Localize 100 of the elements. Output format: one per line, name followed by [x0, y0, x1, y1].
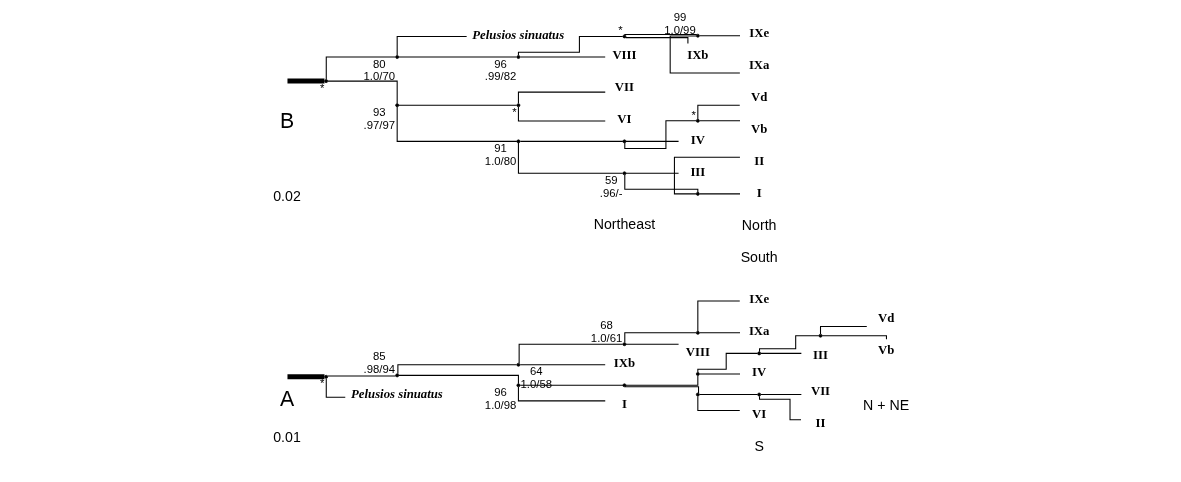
- node-text: IV: [751, 365, 766, 380]
- node-label: 64: [529, 365, 543, 378]
- connector: [759, 352, 802, 354]
- node-point: [394, 103, 399, 108]
- label: A: [279, 386, 294, 411]
- connector: [325, 377, 346, 398]
- node-point: [756, 392, 761, 397]
- node-label: *: [617, 24, 623, 37]
- connector: [698, 332, 741, 334]
- node-point: [695, 372, 700, 376]
- node-text: VIII: [611, 48, 636, 63]
- connector: [696, 104, 740, 120]
- connector: [517, 91, 606, 105]
- connector: [623, 120, 697, 150]
- connector: [624, 140, 679, 142]
- node-text: IXe: [748, 292, 769, 307]
- node-point: [756, 351, 761, 356]
- node-point: [394, 55, 399, 59]
- node-point: [622, 383, 626, 388]
- node-text: VII: [810, 383, 830, 398]
- node-text: Vd: [877, 311, 894, 326]
- connector: [623, 332, 697, 343]
- connector: [519, 364, 606, 366]
- connector: [698, 394, 758, 396]
- node-label: 1.0/70: [363, 70, 395, 83]
- connector: [518, 343, 623, 364]
- connector: [396, 106, 517, 142]
- node-text: Vb: [750, 122, 767, 137]
- node-point: [695, 118, 700, 123]
- node-text: III: [812, 347, 828, 362]
- node-label: 80: [372, 57, 386, 70]
- node-text: I: [621, 397, 627, 412]
- connector: [758, 395, 802, 421]
- node-text: VIII: [685, 344, 710, 359]
- connector: [624, 37, 688, 45]
- node-text: Vb: [877, 343, 894, 358]
- node-point: [516, 139, 520, 144]
- node-point: [695, 33, 700, 38]
- node-label: .99/82: [484, 70, 516, 83]
- node-text: II: [815, 415, 825, 430]
- connector: [758, 335, 819, 353]
- node-point: [394, 373, 399, 378]
- node-point: [516, 362, 520, 367]
- node-point: [516, 55, 520, 59]
- node-label: .97/97: [363, 118, 395, 131]
- node-label: 68: [599, 319, 613, 332]
- connector: [624, 172, 679, 174]
- connector: [696, 395, 740, 411]
- connector: [519, 56, 606, 58]
- label: South: [740, 248, 778, 265]
- connector: [517, 35, 623, 56]
- connector: [397, 104, 517, 106]
- node-label: 96: [493, 57, 507, 70]
- connector: [698, 35, 741, 37]
- connector: [396, 35, 467, 56]
- connector: [673, 156, 740, 195]
- node-label: 1.0/98: [484, 398, 516, 411]
- node-text: VII: [614, 80, 634, 95]
- node-text: IXa: [748, 324, 769, 339]
- node-label: 93: [372, 105, 386, 118]
- node-text: I: [756, 185, 762, 200]
- connector: [623, 174, 698, 193]
- node-label: *: [319, 81, 324, 94]
- node-point: [818, 333, 822, 338]
- node-text: Pelusios sinuatus: [350, 387, 443, 402]
- node-point: [622, 139, 626, 144]
- label: North: [741, 217, 776, 234]
- label: 0.02: [272, 187, 301, 204]
- connector: [669, 35, 740, 74]
- node-point: [323, 79, 328, 83]
- connector: [624, 343, 679, 345]
- connector: [624, 375, 698, 386]
- connector: [517, 106, 606, 122]
- connector: [396, 364, 517, 375]
- node-point: [622, 342, 626, 347]
- node-text: IXb: [686, 47, 708, 62]
- node-label: 1.0/99: [663, 23, 696, 36]
- node-point: [695, 191, 700, 196]
- connector: [623, 386, 699, 394]
- connector: [397, 56, 517, 58]
- connector: [821, 335, 887, 340]
- connector: [326, 80, 398, 105]
- node-text: IV: [690, 132, 705, 147]
- node-text: II: [753, 154, 764, 169]
- label: 0.01: [272, 429, 301, 446]
- node-text: VI: [751, 406, 766, 421]
- node-point: [622, 171, 626, 176]
- connector: [326, 375, 396, 377]
- node-label: 99: [673, 10, 686, 23]
- node-text: Pelusios sinuatus: [471, 27, 564, 42]
- connector: [698, 120, 741, 122]
- node-point: [323, 374, 328, 379]
- node-label: *: [319, 377, 324, 390]
- node-label: *: [691, 108, 696, 121]
- node-label: 1.0/80: [484, 154, 516, 167]
- connector: [696, 300, 740, 332]
- label: B: [279, 109, 294, 134]
- connector: [819, 325, 867, 335]
- node-point: [622, 34, 626, 39]
- node-text: III: [689, 164, 705, 179]
